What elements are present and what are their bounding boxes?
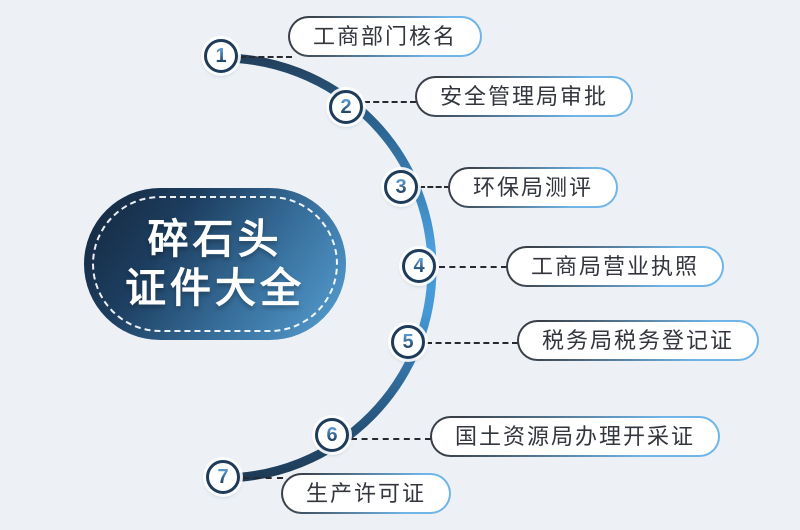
step-3-marker: 3 xyxy=(384,170,418,204)
step-5-connector-line xyxy=(426,342,518,344)
badge-title-line1: 碎石头 xyxy=(147,215,283,262)
step-5-number: 5 xyxy=(402,331,414,353)
step-4-marker: 4 xyxy=(402,249,436,283)
step-1-connector-line xyxy=(240,56,292,58)
step-6-marker: 6 xyxy=(315,418,349,452)
step-2-connector-line xyxy=(364,101,416,103)
step-5-marker: 5 xyxy=(391,325,425,359)
step-4-number: 4 xyxy=(413,255,425,277)
step-2-label: 安全管理局审批 xyxy=(415,76,633,117)
step-6-number: 6 xyxy=(326,424,338,446)
step-7-label: 生产许可证 xyxy=(281,473,451,514)
step-5-label: 税务局税务登记证 xyxy=(517,320,759,361)
step-6-connector-line xyxy=(351,438,431,440)
step-4-connector-line xyxy=(439,266,507,268)
step-7-marker: 7 xyxy=(206,460,240,494)
step-3-label: 环保局测评 xyxy=(448,167,618,208)
step-4-label: 工商局营业执照 xyxy=(506,246,724,287)
badge-title-line2: 证件大全 xyxy=(125,265,305,311)
center-badge: 碎石头 证件大全 xyxy=(84,188,346,340)
step-1-number: 1 xyxy=(215,45,227,67)
step-7-connector-line xyxy=(243,477,283,479)
step-3-number: 3 xyxy=(395,176,407,198)
step-2-marker: 2 xyxy=(329,90,363,124)
step-1-marker: 1 xyxy=(204,39,238,73)
step-6-label: 国土资源局办理开采证 xyxy=(430,416,720,457)
step-3-connector-line xyxy=(419,186,450,188)
step-2-number: 2 xyxy=(340,96,352,118)
step-7-number: 7 xyxy=(217,466,229,488)
step-1-label: 工商部门核名 xyxy=(288,16,482,57)
